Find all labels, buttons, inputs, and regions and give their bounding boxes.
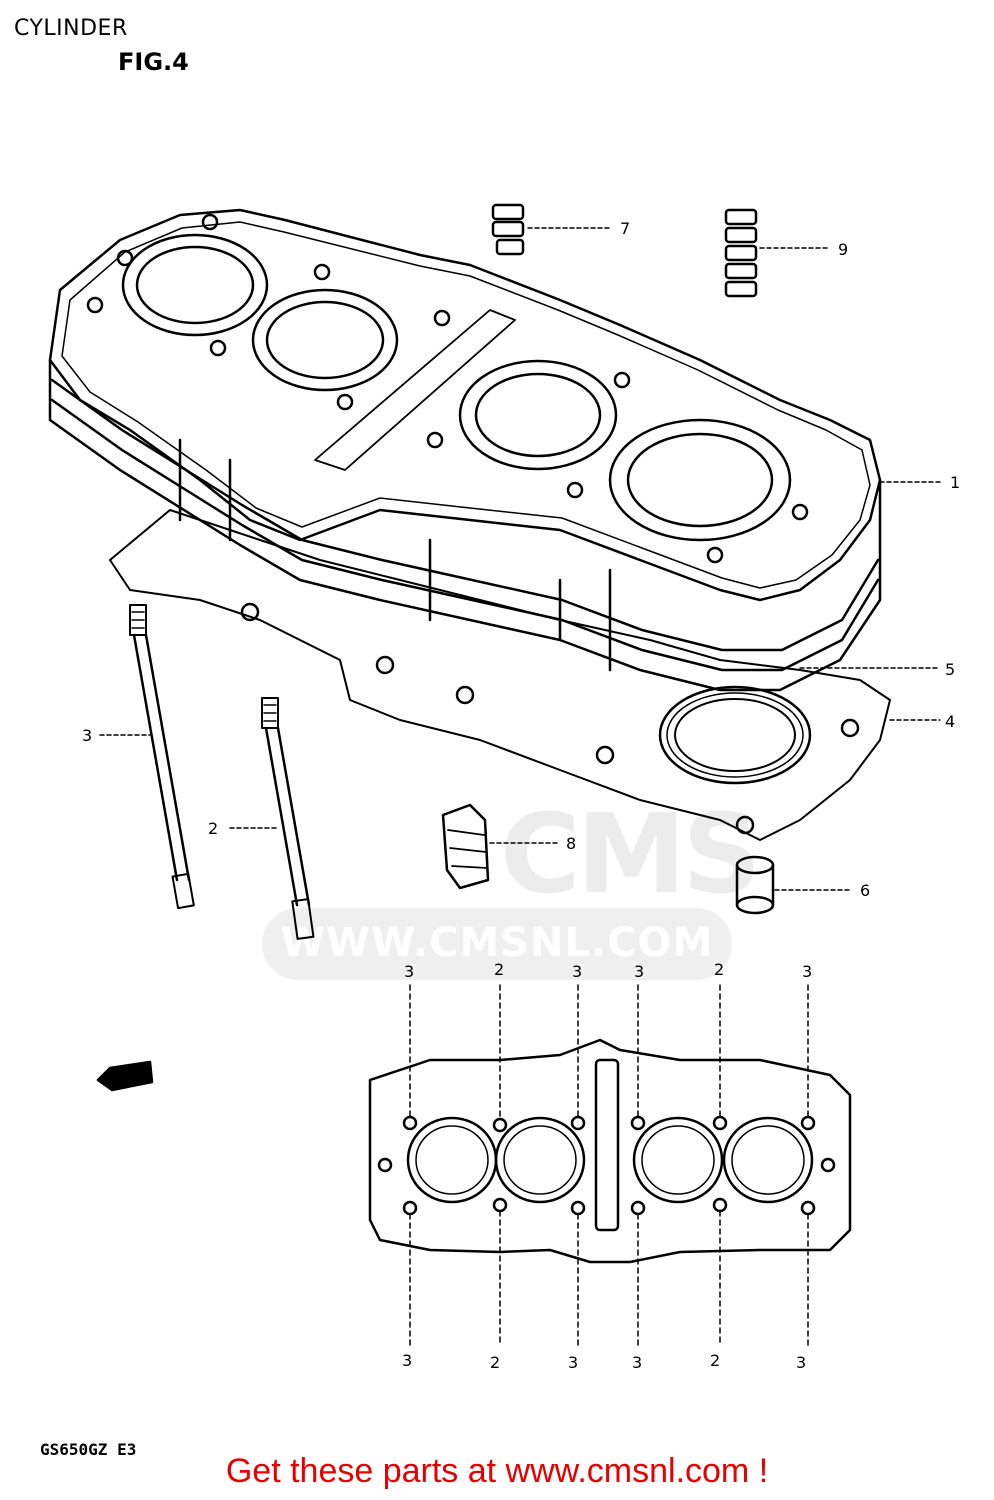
promo-link[interactable]: Get these parts at www.cmsnl.com ! — [225, 1452, 769, 1490]
callout-2: 2 — [208, 819, 218, 838]
callout-4: 4 — [945, 712, 955, 731]
watermark-pill — [262, 908, 732, 980]
callout-3: 3 — [82, 726, 92, 745]
part-5-o-ring — [674, 698, 796, 772]
cylinder-gasket — [109, 509, 891, 841]
bottom-view-labels: 3 2 3 3 2 3 3 2 3 3 2 3 — [402, 960, 812, 1372]
bv-bot-4: 3 — [632, 1353, 642, 1372]
stud-short — [261, 697, 315, 940]
callout-5: 5 — [945, 660, 955, 679]
bv-bot-5: 2 — [710, 1351, 720, 1370]
figure-number: FIG.4 — [118, 48, 189, 76]
bv-bot-2: 2 — [490, 1353, 500, 1372]
part-7-rubber — [491, 203, 525, 256]
fwd-label: FWD — [116, 1071, 145, 1084]
bottom-view-leaders — [409, 984, 809, 1346]
diagram-title: CYLINDER — [14, 16, 128, 41]
model-code: GS650GZ E3 — [40, 1440, 137, 1459]
bv-top-6: 3 — [802, 962, 812, 981]
cylinder-block — [48, 208, 882, 692]
bv-bot-3: 3 — [568, 1353, 578, 1372]
callout-labels: 7 9 1 5 4 3 2 8 6 — [82, 219, 960, 900]
leader-lines — [99, 227, 941, 891]
bv-top-1: 3 — [404, 962, 414, 981]
part-9-rubber — [724, 208, 758, 298]
bv-top-4: 3 — [634, 962, 644, 981]
watermark-logo: CMS — [500, 790, 761, 918]
bv-bot-1: 3 — [402, 1351, 412, 1370]
part-8-rubber — [441, 803, 490, 890]
bv-top-3: 3 — [572, 962, 582, 981]
bottom-view — [368, 1038, 852, 1264]
stud-long — [129, 604, 195, 910]
fwd-arrow-icon: FWD — [96, 1060, 154, 1092]
bv-bot-6: 3 — [796, 1353, 806, 1372]
bv-top-5: 2 — [714, 960, 724, 979]
part-6-dowel — [735, 855, 775, 915]
callout-7: 7 — [620, 219, 630, 238]
callout-1: 1 — [950, 473, 960, 492]
callout-9: 9 — [838, 240, 848, 259]
watermark-url: WWW.CMSNL.COM — [280, 920, 714, 966]
callout-6: 6 — [860, 881, 870, 900]
bv-top-2: 2 — [494, 960, 504, 979]
callout-8: 8 — [566, 834, 576, 853]
